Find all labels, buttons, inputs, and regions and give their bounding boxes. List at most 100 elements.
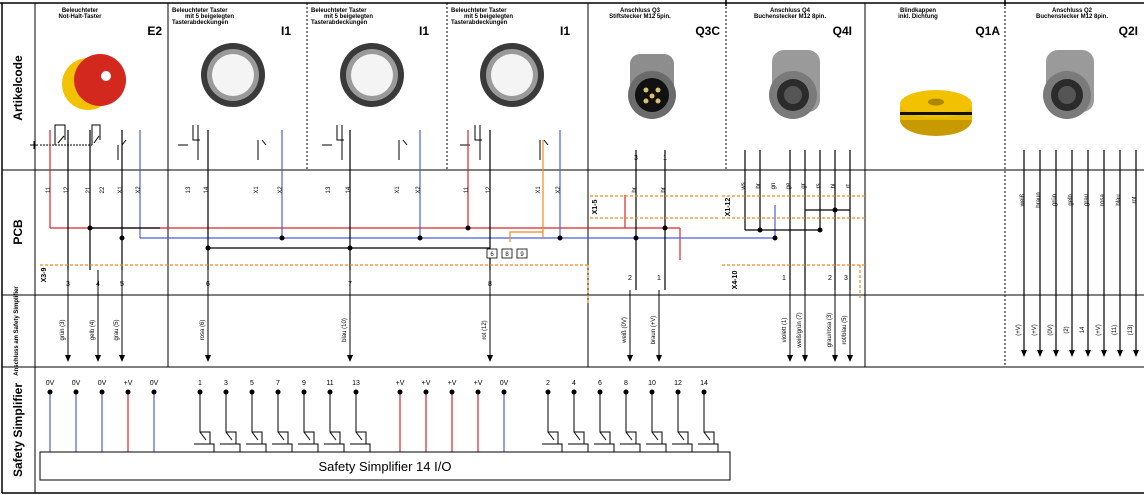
- term-out-2: 2: [546, 380, 550, 387]
- anschluss-wires: [67, 270, 851, 355]
- header-i1c-line1: Beleuchteter Taster: [451, 8, 507, 14]
- term-in-9: 9: [302, 380, 306, 387]
- anschluss-q2-2: (+V): [1032, 324, 1038, 336]
- pin-x4-3: 3: [844, 275, 848, 282]
- pcb-i1c-label-1: 11: [464, 186, 470, 193]
- term-pow-5: 0V: [500, 380, 509, 387]
- term-left-3: 0V: [98, 380, 107, 387]
- pcb-i1b-label-3: X1: [395, 186, 401, 194]
- term-left-4: +V: [124, 380, 133, 387]
- header-i1a-line1: Beleuchteter Taster: [172, 8, 228, 14]
- anschluss-q4-3: grau/rosa (3): [827, 313, 833, 347]
- pcb-q3-pin-3: 3: [634, 155, 638, 162]
- m12-male-connector-image: [628, 54, 676, 119]
- switch-symbols: [30, 124, 549, 160]
- pcb-e2-label-2: 12: [64, 186, 70, 193]
- row-label-pcb: PCB: [11, 219, 25, 245]
- term-in-13: 13: [352, 380, 360, 387]
- row-label-safety: Safety Simplifier: [11, 383, 25, 477]
- pcb-q4-wire-3: gn: [771, 183, 777, 190]
- illuminated-button-image-3: [480, 43, 544, 107]
- pcb-q3-wire-2: br: [661, 187, 667, 192]
- pcb-e2-label-1: 11: [46, 186, 52, 193]
- header-e2-line1: Beleuchteter: [62, 8, 99, 14]
- pcb-e2-label-6: X2: [136, 186, 142, 194]
- row-label-artikelcode: Artikelcode: [11, 55, 25, 121]
- pcb-q2-wire-3: grün: [1052, 194, 1058, 206]
- illuminated-button-image-1: [201, 43, 265, 107]
- pcb-q2-wire-6: rosa: [1100, 194, 1106, 206]
- safety-simplifier-label: Safety Simplifier 14 I/O: [319, 459, 452, 474]
- pcb-e2-label-4: 22: [100, 186, 106, 193]
- header-q4-line1: Anschluss Q4: [770, 8, 811, 14]
- term-in-3: 3: [224, 380, 228, 387]
- term-in-7: 7: [276, 380, 280, 387]
- header-i1b-line1: Beleuchteter Taster: [311, 8, 367, 14]
- pcb-q4-wire-8: rt: [846, 184, 852, 188]
- header-i1c-line2: mit 5 beigelegten: [464, 14, 513, 20]
- bridge-label-8: 8: [505, 252, 509, 258]
- header-i1c-code: I1: [560, 24, 570, 38]
- term-left-5: 0V: [150, 380, 159, 387]
- header-q1a-code: Q1A: [975, 24, 1000, 38]
- pcb-i1c-label-2: 12: [486, 186, 492, 193]
- anschluss-q2-8: (13): [1128, 325, 1134, 336]
- term-out-6: 6: [598, 380, 602, 387]
- term-pow-1: +V: [396, 380, 405, 387]
- header-q1a-line1: Blindkappen: [900, 8, 936, 14]
- term-out-14: 14: [700, 380, 708, 387]
- pin-x4-1: 1: [782, 275, 786, 282]
- bridge-label-9: 9: [520, 252, 524, 258]
- bridge-block: 6 8 9: [486, 248, 528, 259]
- pcb-i1b-label-2: 14: [346, 186, 352, 193]
- pcb-q3-pin-1: 1: [663, 155, 667, 162]
- bridge-label-6: 6: [490, 252, 494, 258]
- pcb-i1b-label-1: 13: [326, 186, 332, 193]
- pin-q3-1: 1: [657, 275, 661, 282]
- anschluss-labels: grün (3) gelb (4) grau (5) rosa (6) blau…: [60, 312, 1134, 348]
- anschluss-e2-2: gelb (4): [90, 320, 96, 340]
- pcb-q4-wire-5: gr: [801, 183, 807, 188]
- m12-female-connector-image-q4: [769, 50, 820, 119]
- pcb-i1a-label-4: X2: [278, 186, 284, 194]
- connector-label-x1-12: X1-12: [725, 198, 732, 217]
- header-i1c-line3: Tasterabdeckungen: [451, 20, 508, 26]
- connector-label-x3-9: X3-9: [41, 268, 48, 283]
- term-pow-4: +V: [474, 380, 483, 387]
- term-left-1: 0V: [46, 380, 55, 387]
- header-i1a-code: I1: [281, 24, 291, 38]
- pcb-i1a-label-1: 13: [186, 186, 192, 193]
- pcb-e2-label-3: 21: [86, 186, 92, 193]
- pcb-q4-wire-2: br: [756, 183, 762, 188]
- anschluss-e2-1: grün (3): [60, 319, 66, 340]
- pcb-q2-wire-8: rot: [1132, 196, 1138, 203]
- product-images: [62, 43, 1094, 136]
- anschluss-q2-4: (2): [1064, 326, 1070, 333]
- anschluss-q3-2: braun (+V): [651, 316, 657, 345]
- term-pow-3: +V: [448, 380, 457, 387]
- header-i1b-line3: Tasterabdeckungen: [311, 20, 368, 26]
- anschluss-q4-2: weiß/grün (7): [797, 312, 803, 348]
- pcb-q3-wire-1: br: [632, 187, 638, 192]
- term-in-1: 1: [198, 380, 202, 387]
- anschluss-e2-3: grau (5): [114, 319, 120, 340]
- pcb-q4-wire-7: bl: [831, 184, 837, 189]
- pcb-e2-label-5: X1: [118, 186, 124, 194]
- term-out-8: 8: [624, 380, 628, 387]
- anschluss-q2-6: (+V): [1096, 324, 1102, 336]
- anschluss-i1-1: rosa (6): [200, 320, 206, 341]
- header-e2-code: E2: [147, 24, 162, 38]
- pcb-q2-wire-4: gelb: [1068, 194, 1074, 206]
- blind-cap-image: [900, 90, 972, 136]
- anschluss-q4-1: violett (1): [782, 318, 788, 343]
- m12-female-connector-image-q2: [1043, 50, 1094, 119]
- pin-x4-2: 2: [828, 275, 832, 282]
- header-q2-line1: Anschluss Q2: [1052, 8, 1093, 14]
- row-labels: Artikelcode PCB Anschluss am Safety Simp…: [11, 55, 25, 477]
- arrow-heads: [65, 350, 1139, 362]
- anschluss-q3-1: weiß (0V): [622, 317, 628, 344]
- pcb-q2-wire-2: braun: [1036, 192, 1042, 207]
- header-e2-line2: Not-Halt-Taster: [59, 14, 103, 20]
